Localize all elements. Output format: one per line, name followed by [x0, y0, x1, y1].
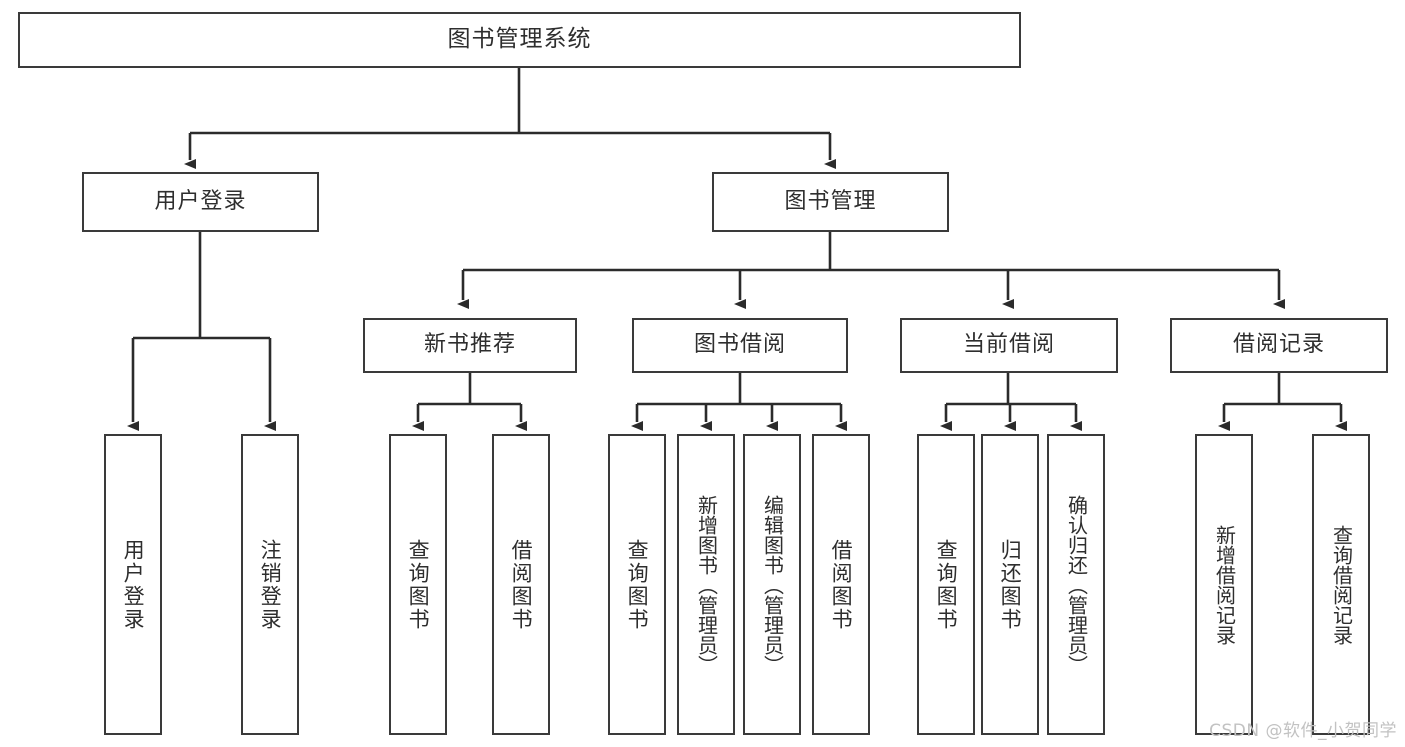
node-label: 编辑图书（管理员）	[760, 494, 785, 675]
node-label: 归还图书	[998, 538, 1023, 631]
node-leaf-query-book-recommend[interactable]: 查询图书	[389, 434, 447, 735]
node-leaf-query-borrow-record[interactable]: 查询借阅记录	[1312, 434, 1370, 735]
node-title-system[interactable]: 图书管理系统	[18, 12, 1021, 68]
node-label: 借阅图书	[829, 538, 854, 631]
node-label: 图书管理系统	[447, 26, 592, 53]
node-label: 确认归还（管理员）	[1064, 494, 1089, 675]
node-label: 用户登录	[154, 188, 247, 214]
node-label: 查询图书	[406, 538, 431, 631]
node-label: 当前借阅	[962, 332, 1055, 358]
node-label: 注销登录	[258, 538, 283, 631]
node-label: 查询图书	[625, 538, 650, 631]
node-leaf-user-login[interactable]: 用户登录	[104, 434, 162, 735]
node-leaf-query-book-borrow[interactable]: 查询图书	[608, 434, 666, 735]
node-label: 新书推荐	[423, 332, 516, 358]
node-borrow-record[interactable]: 借阅记录	[1170, 318, 1388, 373]
node-label: 图书借阅	[693, 332, 786, 358]
node-label: 借阅图书	[509, 538, 534, 631]
node-user-login[interactable]: 用户登录	[82, 172, 319, 232]
node-leaf-add-book[interactable]: 新增图书（管理员）	[677, 434, 735, 735]
node-label: 查询图书	[934, 538, 959, 631]
node-label: 借阅记录	[1232, 332, 1325, 358]
watermark: CSDN @软件_小贺同学	[1209, 721, 1397, 741]
node-leaf-return-book[interactable]: 归还图书	[981, 434, 1039, 735]
node-book-manage[interactable]: 图书管理	[712, 172, 949, 232]
node-leaf-borrow-book-recommend[interactable]: 借阅图书	[492, 434, 550, 735]
node-label: 新增借阅记录	[1212, 524, 1237, 645]
node-leaf-borrow-book[interactable]: 借阅图书	[812, 434, 870, 735]
node-current-borrow[interactable]: 当前借阅	[900, 318, 1118, 373]
node-leaf-user-logout[interactable]: 注销登录	[241, 434, 299, 735]
node-label: 用户登录	[121, 538, 146, 631]
node-new-book-recommend[interactable]: 新书推荐	[363, 318, 577, 373]
node-leaf-edit-book[interactable]: 编辑图书（管理员）	[743, 434, 801, 735]
node-leaf-add-borrow-record[interactable]: 新增借阅记录	[1195, 434, 1253, 735]
node-label: 图书管理	[784, 188, 877, 214]
node-book-borrow[interactable]: 图书借阅	[632, 318, 848, 373]
node-label: 新增图书（管理员）	[694, 494, 719, 675]
node-leaf-confirm-return[interactable]: 确认归还（管理员）	[1047, 434, 1105, 735]
node-label: 查询借阅记录	[1329, 524, 1354, 645]
node-leaf-query-book-current[interactable]: 查询图书	[917, 434, 975, 735]
